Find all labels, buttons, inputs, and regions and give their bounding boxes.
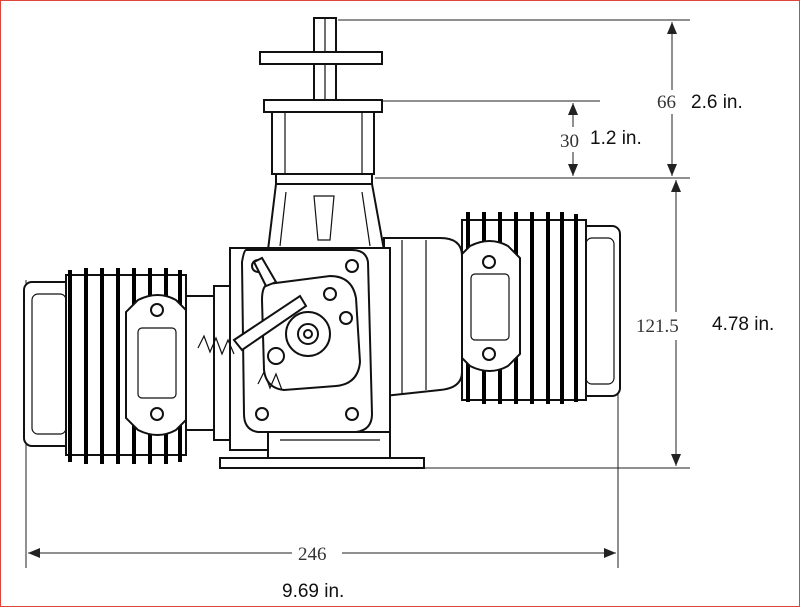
dim-66-inch: 2.6 in. [691,92,743,113]
crankcase-nose [266,183,386,251]
right-cylinder [383,212,621,404]
prop-hub [263,99,383,185]
dim-121-mm: 121.5 [636,316,679,337]
left-cylinder [23,268,241,464]
dim-121-inch: 4.78 in. [712,314,774,335]
prop-shaft [259,17,383,103]
dim-246-inch: 9.69 in. [282,581,344,602]
dim-30-mm: 30 [560,131,579,152]
dim-66-mm: 66 [657,92,676,113]
dim-246-mm: 246 [298,544,327,565]
dim-30-inch: 1.2 in. [590,128,642,149]
carburetor [197,256,362,392]
